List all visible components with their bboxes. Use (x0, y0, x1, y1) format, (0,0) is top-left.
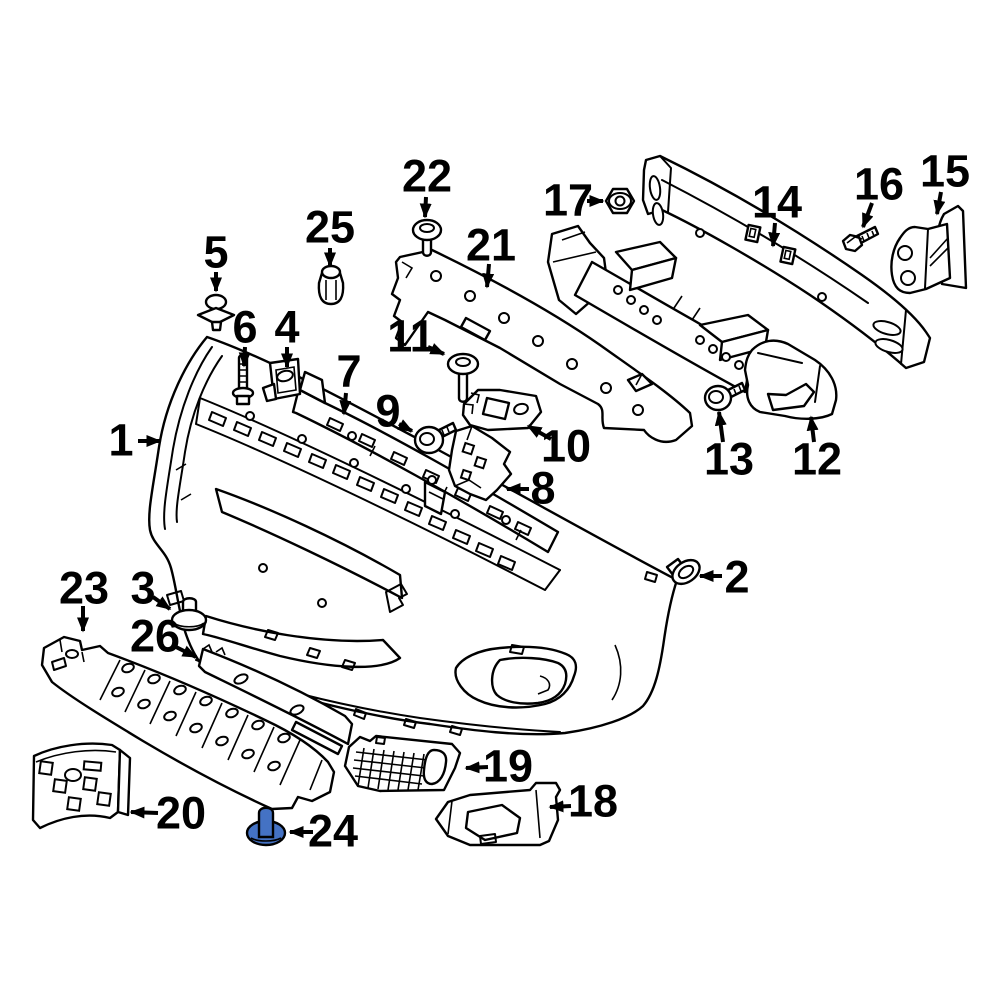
part-17-nut (604, 187, 636, 215)
part-21-sight-shield-panel (390, 248, 694, 444)
part-18-fog-cover (434, 781, 562, 847)
callout-label-20[interactable]: 20 (155, 787, 207, 839)
callout-arrow-9 (397, 419, 414, 433)
part-7-reinforcement-strip (291, 370, 560, 554)
callout-label-1[interactable]: 1 (108, 414, 134, 466)
callout-label-21[interactable]: 21 (465, 219, 517, 271)
callout-label-14[interactable]: 14 (751, 176, 803, 228)
callout-arrow-12 (806, 415, 819, 443)
callout-label-23[interactable]: 23 (58, 562, 110, 614)
part-12-energy-absorber (546, 224, 838, 420)
callout-arrow-6 (238, 346, 251, 368)
callout-label-7[interactable]: 7 (336, 345, 362, 397)
callout-label-13[interactable]: 13 (703, 433, 755, 485)
callout-arrow-16 (861, 202, 874, 229)
part-22-screw (411, 218, 443, 257)
callout-label-4[interactable]: 4 (274, 301, 300, 353)
part-9-screw (413, 421, 458, 455)
part-24-clip-highlighted[interactable] (245, 806, 287, 847)
callout-arrow-13 (714, 410, 727, 443)
part-4-clamp (261, 357, 302, 403)
callout-arrow-22 (419, 196, 432, 219)
callout-arrow-7 (339, 392, 352, 416)
part-1-bumper-cover (148, 335, 679, 736)
part-26-deflector-strip (197, 643, 354, 756)
callout-label-3[interactable]: 3 (130, 562, 156, 614)
callout-label-6[interactable]: 6 (232, 301, 258, 353)
callout-label-12[interactable]: 12 (791, 433, 843, 485)
part-10-bracket (461, 388, 543, 432)
callout-label-26[interactable]: 26 (129, 610, 181, 662)
part-11-screw (446, 352, 480, 403)
callout-arrow-26 (173, 644, 198, 659)
callout-arrow-20 (129, 806, 159, 819)
callout-label-17[interactable]: 17 (542, 174, 594, 226)
callout-label-2[interactable]: 2 (724, 551, 750, 603)
callout-label-9[interactable]: 9 (375, 385, 401, 437)
callout-label-25[interactable]: 25 (304, 201, 356, 253)
callout-arrow-11 (427, 343, 446, 356)
part-14-impact-bar (641, 154, 932, 370)
callout-label-18[interactable]: 18 (567, 775, 619, 827)
callout-arrow-18 (548, 800, 572, 813)
callout-arrow-19 (464, 761, 489, 774)
callout-arrow-10 (526, 424, 552, 441)
part-3-clip (170, 597, 208, 632)
callout-label-10[interactable]: 10 (540, 420, 592, 472)
part-25-grommet (317, 264, 345, 306)
callout-arrow-3 (151, 595, 172, 611)
callout-label-15[interactable]: 15 (919, 145, 971, 197)
callout-label-11[interactable]: 11 (387, 310, 435, 362)
callout-arrow-21 (482, 263, 495, 289)
part-8-bracket (447, 424, 513, 502)
part-16-bolt (841, 225, 880, 253)
callout-label-5[interactable]: 5 (203, 226, 229, 278)
part-13-screw (703, 381, 747, 412)
callout-arrow-14 (768, 222, 781, 248)
callout-label-24[interactable]: 24 (307, 805, 359, 857)
callout-label-8[interactable]: 8 (530, 462, 556, 514)
callout-arrows (77, 191, 946, 838)
callout-arrow-15 (933, 191, 946, 216)
callout-label-16[interactable]: 16 (853, 158, 905, 210)
part-20-license-bracket (31, 742, 132, 830)
callout-label-22[interactable]: 22 (401, 150, 453, 202)
part-15-mount-bracket (890, 204, 968, 295)
callout-label-19[interactable]: 19 (482, 740, 534, 792)
part-19-fog-grille (343, 734, 462, 793)
part-23-splash-shield (40, 635, 336, 811)
part-5-clip (196, 293, 236, 332)
part-2-clip (665, 557, 701, 586)
